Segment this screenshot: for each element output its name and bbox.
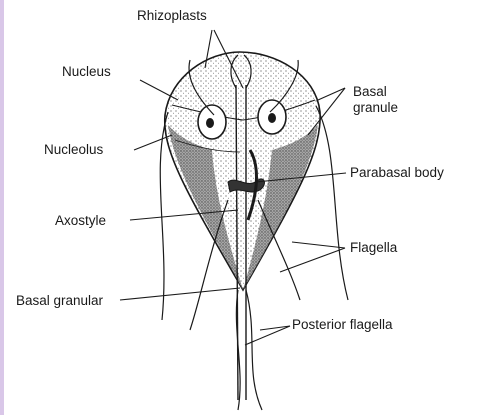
nucleolus-right [268,113,276,123]
label-axostyle: Axostyle [55,213,106,228]
label-nucleus: Nucleus [62,64,111,79]
label-parabasal-body: Parabasal body [350,165,444,180]
label-flagella: Flagella [350,240,398,255]
nucleus-left [198,105,226,139]
label-basal-granular: Basal granular [16,293,104,308]
nucleus-right [258,100,286,134]
nucleolus-left [206,118,214,128]
label-nucleolus: Nucleolus [44,142,104,157]
label-posterior-flagella: Posterior flagella [292,317,393,332]
label-rhizoplasts: Rhizoplasts [137,8,207,23]
label-basal-granule-line2: granule [353,100,398,115]
label-basal-granule-line1: Basal [353,84,387,99]
